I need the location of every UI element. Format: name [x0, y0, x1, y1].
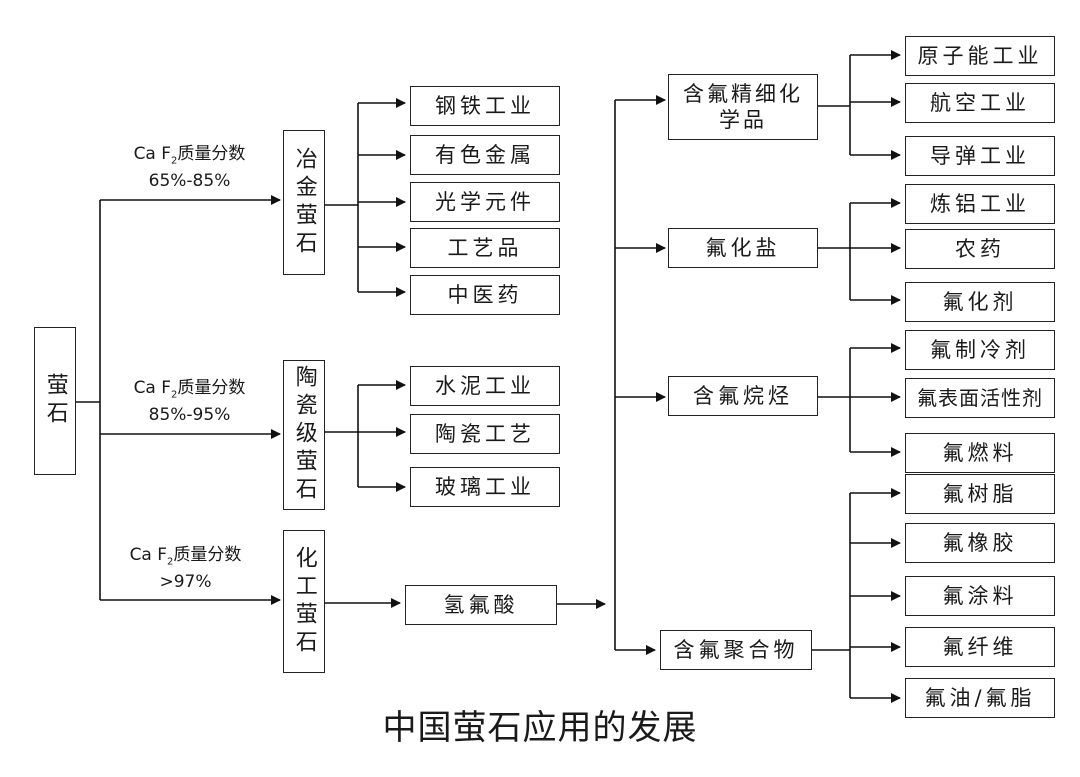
use-node-fuel: 氟燃料 [905, 433, 1055, 473]
use-node-aviation: 航空工业 [905, 83, 1055, 123]
caf2-suffix: 质量分数 [177, 144, 246, 164]
node-hydrofluoric-acid: 氢氟酸 [405, 585, 557, 625]
caf2-subscript: 2 [171, 155, 178, 167]
caf2-range: 85%-95% [148, 404, 231, 425]
edge-label-chemical: Ca F2质量分数 >97% [108, 543, 263, 595]
edge-label-ceramic: Ca F2质量分数 85%-95% [112, 376, 267, 428]
caf2-subscript: 2 [171, 389, 178, 401]
caf2-prefix: Ca F [133, 378, 172, 398]
category-node-fine-chemicals: 含氟精细化学品 [668, 74, 818, 140]
use-node-glass: 玻璃工业 [410, 467, 560, 507]
caf2-suffix: 质量分数 [173, 545, 242, 565]
caf2-subscript: 2 [167, 556, 174, 568]
use-node-crafts: 工艺品 [410, 228, 560, 268]
grade-node-ceramic: 陶瓷级萤石 [283, 360, 325, 510]
category-node-fluorinated-alkanes: 含氟烷烃 [668, 376, 818, 416]
use-node-fiber: 氟纤维 [905, 627, 1055, 667]
use-node-missile: 导弹工业 [905, 136, 1055, 176]
caf2-prefix: Ca F [129, 545, 168, 565]
use-node-nonferrous: 有色金属 [410, 135, 560, 175]
use-node-rubber: 氟橡胶 [905, 523, 1055, 563]
use-node-oil-grease: 氟油/氟脂 [905, 678, 1055, 718]
use-node-tcm: 中医药 [410, 275, 560, 315]
grade-node-metallurgical: 冶金萤石 [283, 130, 325, 275]
use-node-coating: 氟涂料 [905, 576, 1055, 616]
use-node-pesticide: 农药 [905, 229, 1055, 269]
use-node-surfactant: 氟表面活性剂 [905, 378, 1055, 418]
caf2-prefix: Ca F [133, 144, 172, 164]
use-node-refrigerant: 氟制冷剂 [905, 330, 1055, 370]
use-node-optical: 光学元件 [410, 182, 560, 222]
use-node-resin: 氟树脂 [905, 474, 1055, 514]
category-node-fluoropolymers: 含氟聚合物 [660, 630, 812, 670]
use-node-steel: 钢铁工业 [410, 86, 560, 126]
use-node-nuclear: 原子能工业 [905, 36, 1055, 76]
use-node-aluminum: 炼铝工业 [905, 184, 1055, 224]
diagram-caption: 中国萤石应用的发展 [382, 708, 698, 748]
edge-label-metallurgical: Ca F2质量分数 65%-85% [112, 142, 267, 194]
category-node-fluoride-salts: 氟化盐 [668, 228, 818, 268]
grade-node-chemical: 化工萤石 [283, 530, 325, 673]
use-node-fluorinating-agent: 氟化剂 [905, 282, 1055, 322]
caf2-range: 65%-85% [148, 170, 231, 191]
root-node-fluorite: 萤石 [34, 327, 76, 475]
use-node-cement: 水泥工业 [410, 366, 560, 406]
use-node-ceramics: 陶瓷工艺 [410, 414, 560, 454]
caf2-range: >97% [159, 571, 212, 592]
caf2-suffix: 质量分数 [177, 378, 246, 398]
